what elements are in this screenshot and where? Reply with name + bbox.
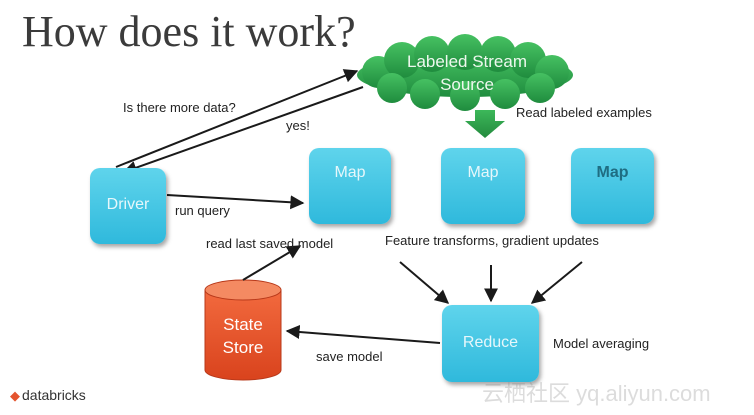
state-store-line1: State	[223, 315, 263, 334]
model-averaging-label: Model averaging	[553, 336, 650, 351]
read-examples-down-arrow	[465, 110, 505, 138]
labeled-stream-source-cloud	[357, 34, 573, 111]
reduce-label: Reduce	[462, 334, 519, 351]
databricks-wordmark: databricks	[22, 387, 86, 403]
state-store-line2: Store	[222, 338, 264, 357]
yes-arrow	[122, 86, 364, 175]
read-examples-label: Read labeled examples	[516, 105, 652, 120]
yes-label: yes!	[286, 118, 310, 133]
save-model-arrow	[285, 325, 441, 344]
map-node-3-label: Map	[596, 164, 629, 181]
map-node-1-label: Map	[334, 164, 366, 181]
stream-source-line1: Labeled Stream	[406, 52, 528, 71]
more-data-arrow	[115, 69, 359, 168]
read-model-label: read last saved model	[206, 236, 334, 251]
map3-to-reduce-arrow	[530, 261, 583, 304]
databricks-logo: ◆databricks	[10, 387, 86, 404]
reduce-node: Reduce	[442, 305, 539, 382]
map-node-3: Map	[571, 148, 654, 224]
map-node-2: Map	[441, 148, 525, 224]
databricks-mark-icon: ◆	[10, 388, 20, 403]
run-query-arrow	[166, 194, 305, 210]
watermark: 云栖社区 yq.aliyun.com	[482, 381, 711, 406]
stream-source-label: Labeled Stream Source	[372, 50, 562, 96]
state-store-cylinder	[204, 279, 282, 381]
transforms-label: Feature transforms, gradient updates	[385, 233, 599, 248]
driver-label: Driver	[106, 196, 150, 213]
stream-source-line2: Source	[440, 75, 494, 94]
run-query-label: run query	[175, 203, 230, 218]
read-model-arrow	[242, 245, 302, 281]
save-model-label: save model	[316, 349, 383, 364]
map-node-1: Map	[309, 148, 391, 224]
slide-title: How does it work?	[22, 7, 356, 56]
driver-node: Driver	[90, 168, 166, 244]
more-data-label: Is there more data?	[123, 100, 236, 115]
state-store-label: State Store	[203, 313, 283, 359]
map1-to-reduce-arrow	[399, 261, 450, 304]
map-node-2-label: Map	[467, 164, 499, 181]
